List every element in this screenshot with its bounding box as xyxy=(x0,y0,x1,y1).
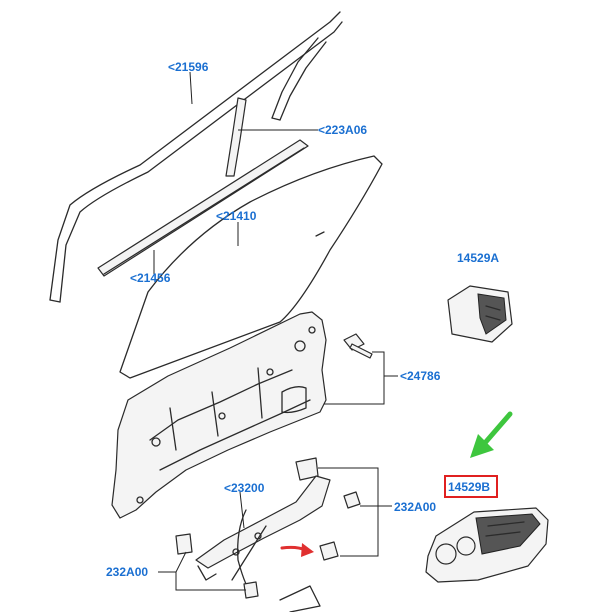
callout-24786: <24786 xyxy=(400,369,441,383)
panel-bolt xyxy=(343,333,373,359)
regulator-bolt-right xyxy=(319,491,361,561)
green-arrow xyxy=(470,411,513,458)
regulator-bolt-left xyxy=(243,581,259,599)
red-arrow xyxy=(280,543,314,557)
callout-14529B: 14529B xyxy=(448,480,490,494)
callout-21410: <21410 xyxy=(216,209,257,223)
window-switch-14529A xyxy=(447,285,513,343)
callout-223A06: <223A06 xyxy=(318,123,367,137)
leader-lines xyxy=(153,71,398,591)
window-frame-seal-21596 xyxy=(49,11,343,303)
highlight-box-14529B xyxy=(444,475,498,498)
window-regulator-23200 xyxy=(175,457,331,597)
callout-14529A: 14529A xyxy=(457,251,499,265)
door-glass-21410 xyxy=(119,155,383,379)
belt-weatherstrip-21456 xyxy=(97,139,309,277)
seal-strip-223A06 xyxy=(225,97,247,177)
master-switch-14529B xyxy=(279,507,549,612)
callout-232A00-left: 232A00 xyxy=(106,565,148,579)
callout-232A00-right: 232A00 xyxy=(394,500,436,514)
callout-21596: <21596 xyxy=(168,60,209,74)
door-inner-panel-24786 xyxy=(111,311,327,519)
callout-21456: <21456 xyxy=(130,271,171,285)
callout-23200: <23200 xyxy=(224,481,265,495)
